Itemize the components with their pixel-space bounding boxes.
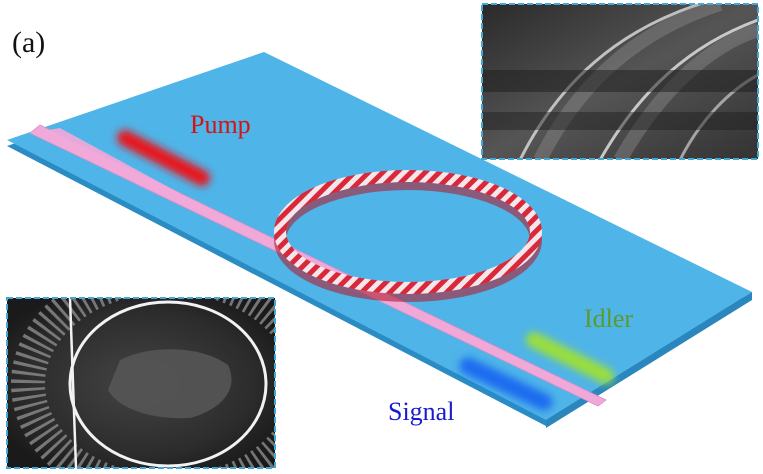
signal-label: Signal (388, 397, 454, 426)
panel-label: (a) (12, 26, 45, 59)
sem-inset-bottom-left (6, 297, 276, 469)
sem-inset-top-right (481, 3, 759, 160)
pump-label: Pump (190, 110, 251, 139)
pump-beam (117, 130, 210, 186)
micro-ring-resonator (274, 170, 542, 302)
substrate (7, 52, 752, 428)
signal-beam (459, 357, 553, 411)
idler-label: Idler (584, 304, 633, 333)
idler-beam (526, 332, 614, 384)
